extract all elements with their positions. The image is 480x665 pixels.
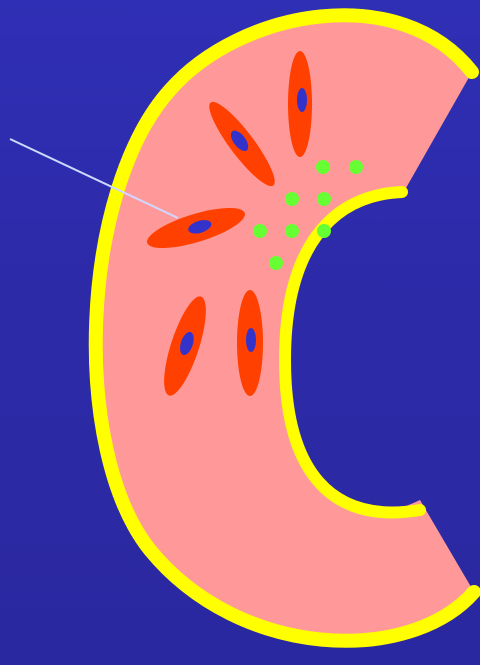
granule	[269, 256, 283, 270]
granule	[316, 160, 330, 174]
granule	[349, 160, 363, 174]
granule	[253, 224, 267, 238]
granule	[317, 192, 331, 206]
cell-1	[288, 51, 312, 157]
nucleus-1	[297, 88, 307, 112]
granule	[285, 192, 299, 206]
cell-5	[237, 290, 263, 396]
nucleus-5	[246, 328, 256, 352]
granule	[285, 224, 299, 238]
granule	[317, 224, 331, 238]
